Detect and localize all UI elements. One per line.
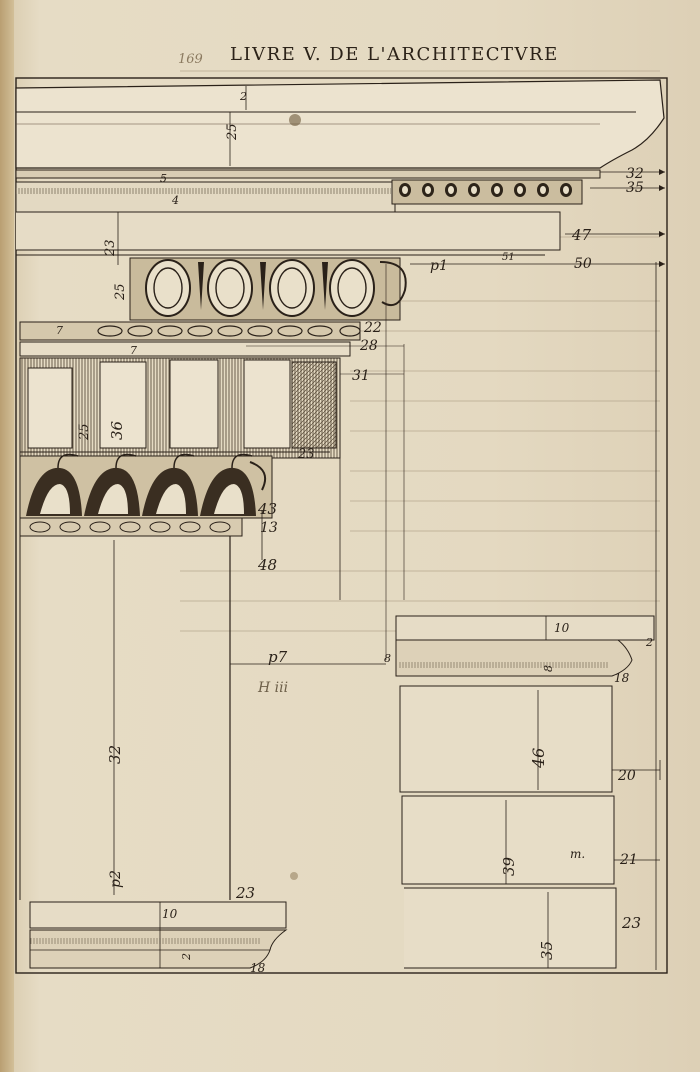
running-head: LIVRE V. DE L'ARCHITECTVRE (230, 44, 559, 65)
detail-label: 10 (554, 621, 570, 635)
frieze-label: 7 (56, 324, 63, 337)
cornice-label: 51 (502, 252, 515, 263)
cornice-label: 25 (225, 123, 240, 141)
frieze-label: 28 (359, 338, 378, 354)
detail-label: 39 (500, 856, 518, 876)
cornice-label: 2 (239, 90, 247, 103)
dimension-labels: 32 35 47 50 p1 51 25 25 2 5 4 23 22 28 3… (56, 90, 653, 975)
capital-label: 43 (257, 500, 277, 518)
column-base (29, 901, 288, 969)
cornice-label: 47 (571, 226, 592, 244)
frieze-label: 25 (77, 423, 92, 441)
capital-label: 23 (235, 884, 255, 902)
cornice-label: 50 (574, 256, 592, 272)
detail-label: 8 (542, 665, 555, 672)
detail-label: 23 (621, 914, 641, 932)
page-gutter (0, 0, 14, 1072)
capital-label: 32 (106, 745, 124, 764)
cornice-label: 5 (160, 172, 167, 185)
cornice-label: 35 (626, 180, 644, 196)
detail-label: m. (570, 847, 585, 861)
signature-mark: H iii (257, 680, 288, 696)
plate-frame (15, 77, 668, 974)
capital-label: 2 (180, 953, 193, 961)
bead-band (19, 321, 361, 357)
cornice (15, 79, 665, 267)
capital-label: 10 (162, 907, 178, 921)
detail-label: 18 (614, 671, 630, 685)
detail-label: 46 (529, 748, 548, 769)
capital-label: 48 (257, 556, 277, 574)
page-number: 169 (178, 52, 203, 67)
frieze-label: 23 (297, 447, 315, 462)
detail-label: 20 (617, 768, 636, 784)
frieze-label: 7 (130, 344, 137, 357)
capital-label: 13 (260, 520, 278, 536)
detail-label: 35 (538, 941, 556, 960)
column-shaft (19, 264, 405, 900)
pedestal-detail (395, 262, 661, 970)
capital-label: 18 (250, 961, 266, 975)
detail-label: 21 (619, 852, 638, 868)
capital-label: 8 (384, 652, 391, 665)
detail-label: 2 (645, 636, 653, 649)
frieze-label: 22 (363, 320, 382, 336)
acanthus-band (19, 453, 273, 537)
cornice-label: p1 (430, 258, 448, 274)
frieze-label: 31 (352, 368, 370, 384)
cornice-label: 32 (626, 166, 644, 182)
cornice-label: 4 (171, 194, 179, 207)
cornice-label: 25 (113, 283, 128, 301)
frieze-label: 36 (108, 420, 126, 440)
dentil-frieze (19, 357, 341, 459)
ink-stain (289, 114, 301, 126)
egg-and-dart-molding (129, 257, 407, 321)
cornice-label: 23 (103, 239, 118, 257)
ink-stain (290, 872, 298, 880)
capital-label: p7 (268, 648, 288, 666)
capital-label: p2 (108, 870, 124, 888)
